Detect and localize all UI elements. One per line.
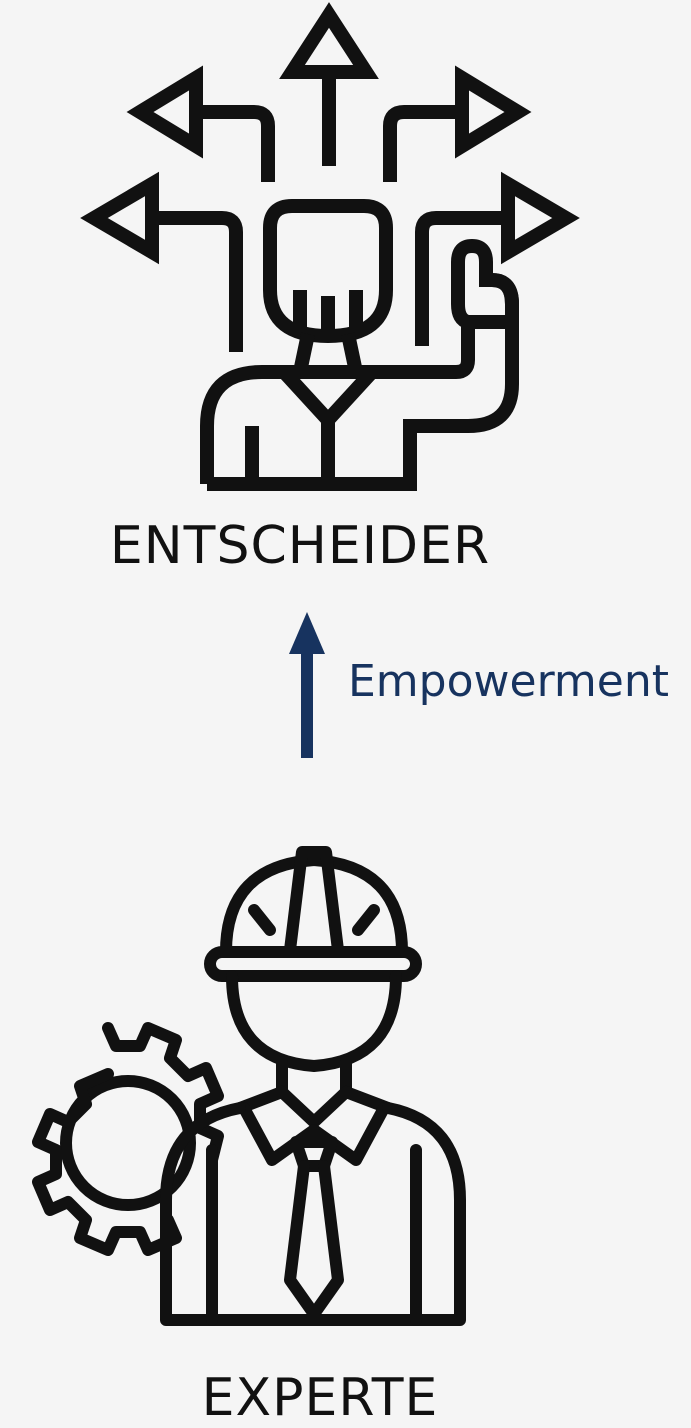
engineer-with-gear-icon (32, 846, 466, 1326)
arrow-up-icon (289, 612, 325, 758)
relation-label: Empowerment (348, 656, 669, 707)
decision-maker-arrows-icon (80, 2, 580, 491)
role-label-expert: EXPERTE (201, 1368, 439, 1428)
role-label-decider: ENTSCHEIDER (109, 516, 491, 576)
